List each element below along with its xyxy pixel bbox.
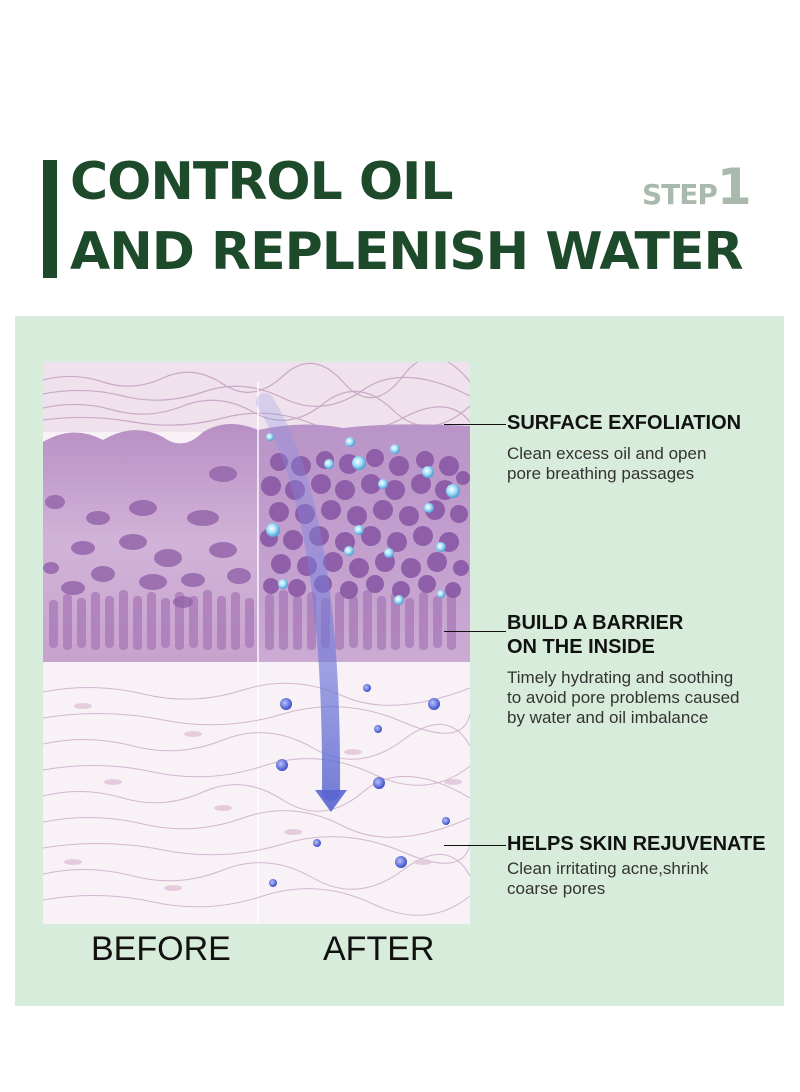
dermis-cells <box>64 703 462 891</box>
feature-2-desc-line-1: Timely hydrating and soothing <box>507 668 734 687</box>
step-label: STEP1 <box>642 158 752 216</box>
connector-line-1 <box>444 424 506 425</box>
hydration-arrow-head <box>315 790 347 812</box>
feature-3-title: HELPS SKIN REJUVENATE <box>507 833 766 855</box>
hydration-bubbles <box>266 433 460 605</box>
caption-before: BEFORE <box>91 930 231 968</box>
feature-2-desc-line-3: by water and oil imbalance <box>507 708 709 727</box>
title-line-1: CONTROL OIL <box>70 152 454 212</box>
dermis-fibres <box>43 682 470 916</box>
cells-before <box>43 466 251 608</box>
feature-3-desc-line-1: Clean irritating acne,shrink <box>507 859 709 878</box>
feature-2-title-line-1: BUILD A BARRIER <box>507 612 684 634</box>
step-number: 1 <box>716 158 752 216</box>
dermis-moisture-dots <box>269 684 450 887</box>
title-accent-bar <box>43 160 57 278</box>
feature-1-title: SURFACE EXFOLIATION <box>507 412 742 434</box>
skin-cross-section-illustration <box>43 362 470 924</box>
step-word: STEP <box>642 178 718 211</box>
feature-2-title-line-2: ON THE INSIDE <box>507 636 655 658</box>
title-line-2: AND REPLENISH WATER <box>70 222 744 282</box>
feature-1-desc-line-2: pore breathing passages <box>507 464 695 483</box>
connector-line-2 <box>444 631 506 632</box>
connector-line-3 <box>444 845 506 846</box>
feature-1-desc-line-1: Clean excess oil and open <box>507 444 707 463</box>
caption-after: AFTER <box>323 930 435 968</box>
feature-2-desc-line-2: to avoid pore problems caused <box>507 688 740 707</box>
hydration-arrow <box>256 393 341 801</box>
feature-3-desc-line-2: coarse pores <box>507 879 606 898</box>
